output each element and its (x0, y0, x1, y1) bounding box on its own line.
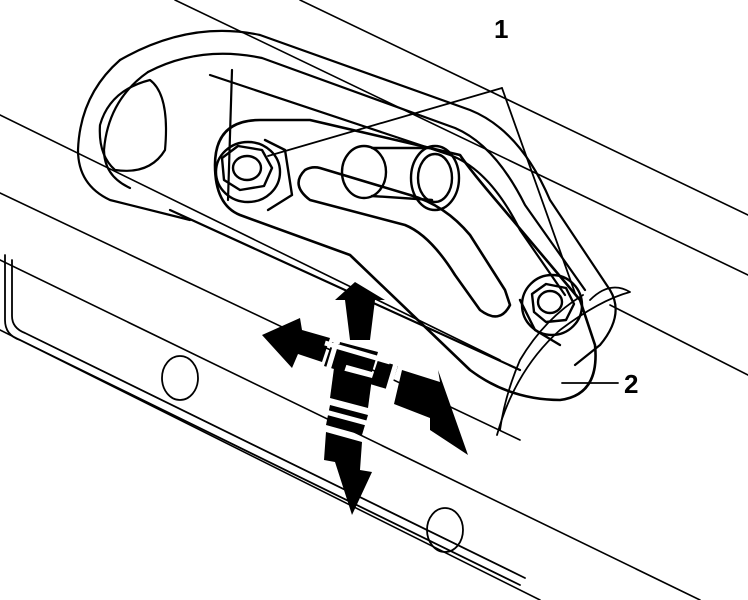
four-way-arrow-icon (262, 282, 468, 515)
callout-2-label: 2 (624, 369, 638, 399)
bracket-window (98, 78, 168, 172)
adjusting-plate (213, 118, 597, 402)
lower-rail-panel (4, 254, 526, 586)
callout-1-label: 1 (494, 14, 508, 44)
nut-upper (214, 138, 294, 212)
rail-hole-right (426, 507, 464, 553)
callout-1-leaders (267, 87, 576, 294)
guide-pin (340, 144, 461, 212)
arrow-gaps (317, 329, 403, 431)
cable (496, 286, 631, 436)
adjustment-slot (297, 166, 512, 318)
nut-lower (518, 273, 584, 347)
rail-hole-left (161, 355, 199, 401)
